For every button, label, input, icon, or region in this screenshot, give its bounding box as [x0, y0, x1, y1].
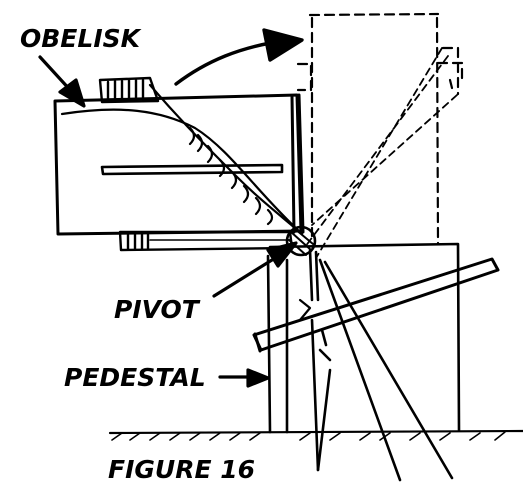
lever-bar [252, 257, 500, 353]
figure-caption: FIGURE 16 [108, 455, 255, 484]
obelisk-top-block [98, 76, 160, 104]
ground-line [108, 429, 523, 441]
pedestal-block [266, 242, 461, 434]
pivot-pointer-arrow [212, 241, 298, 298]
pedestal-label: PEDESTAL [64, 363, 206, 392]
obelisk-pointer-arrow [38, 55, 86, 108]
pedestal-pointer-arrow [218, 368, 270, 388]
obelisk-body [53, 93, 305, 236]
obelisk-label: OBELISK [20, 24, 142, 53]
pivot-label: PIVOT [114, 295, 201, 324]
upright-rope-dashed [304, 47, 458, 259]
rotation-arrow [174, 28, 304, 86]
obelisk-bottom-block [118, 230, 294, 252]
twisted-rope-obelisk [60, 83, 304, 236]
upright-obelisk-outline [296, 12, 464, 245]
support-legs [298, 248, 454, 482]
